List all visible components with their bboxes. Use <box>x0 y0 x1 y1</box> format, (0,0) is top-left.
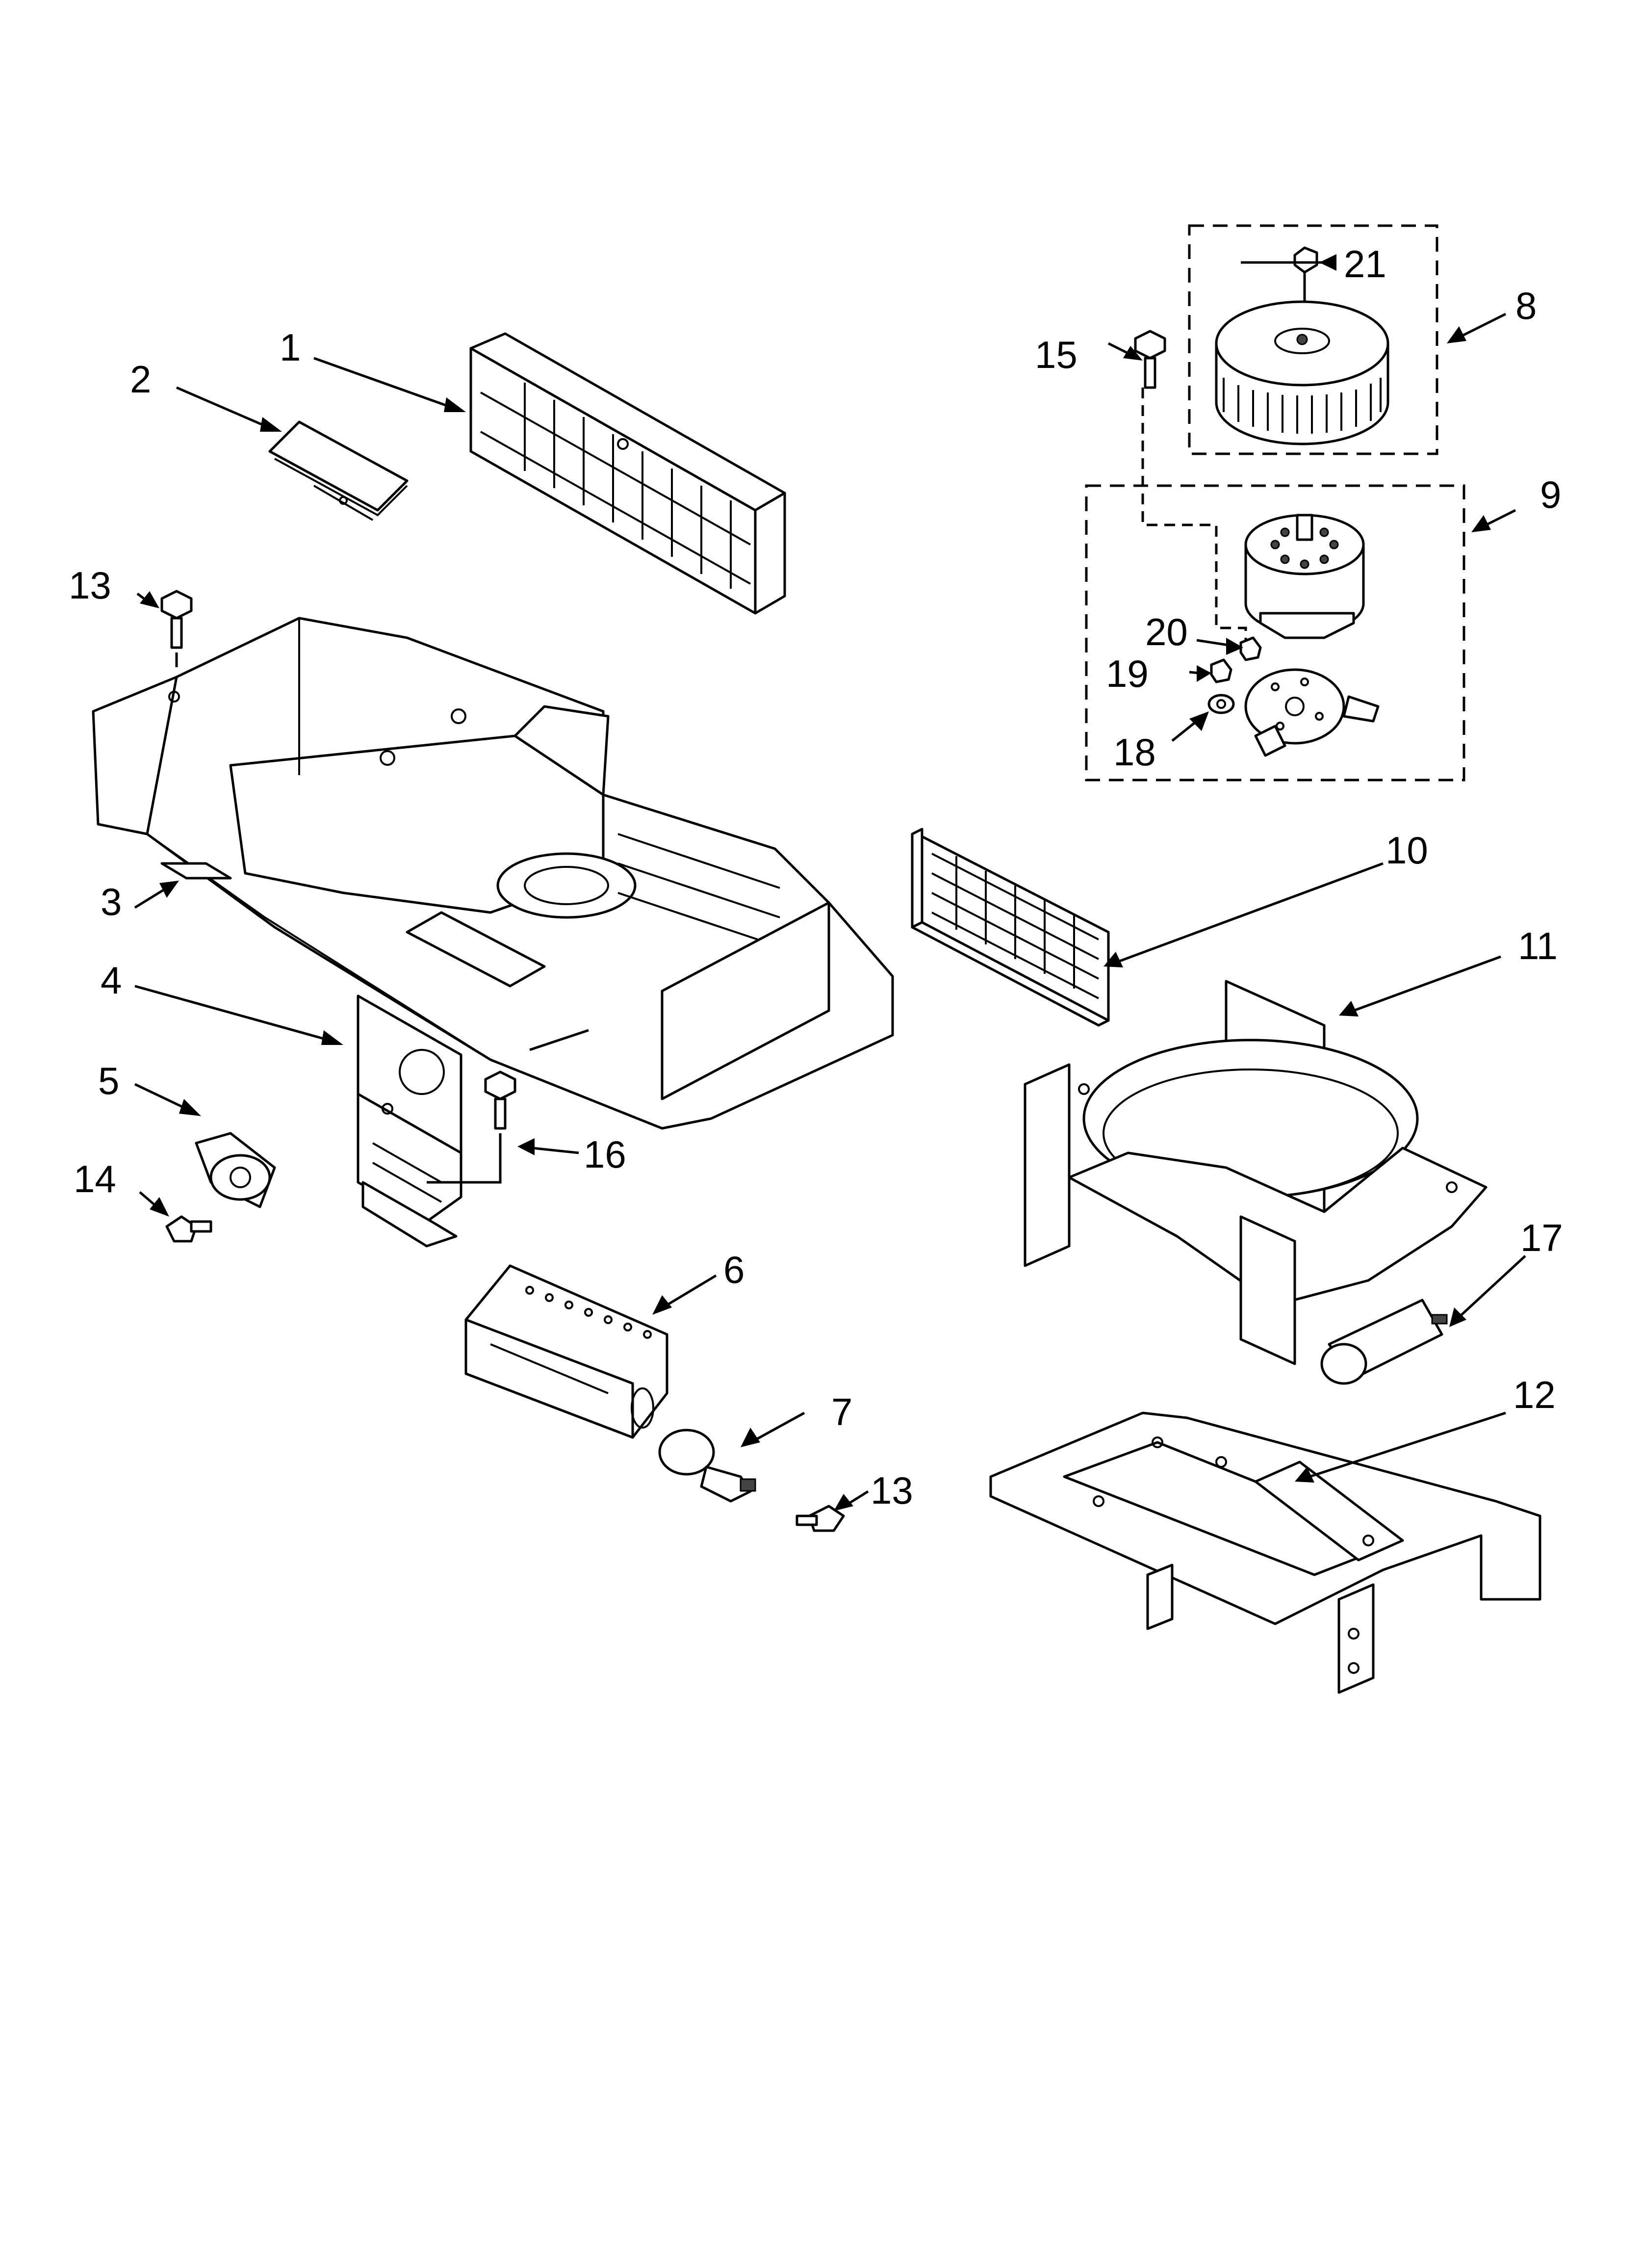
label-13-bottom: 13 <box>871 1469 913 1512</box>
label-6: 6 <box>723 1248 744 1291</box>
part-12-mounting-plate <box>989 1411 1541 1694</box>
label-15: 15 <box>1035 333 1078 376</box>
part-11-blower-housing <box>1024 980 1488 1365</box>
label-14: 14 <box>74 1157 116 1200</box>
label-7: 7 <box>831 1390 852 1434</box>
part-3-air-duct-housing <box>92 617 894 1130</box>
part-13-screw-lower <box>795 1505 845 1532</box>
reference-numbers: 1 2 3 4 5 6 7 8 9 10 11 12 13 13 14 15 1… <box>69 242 1563 1512</box>
part-16-screw <box>427 1070 516 1184</box>
label-1: 1 <box>280 326 301 369</box>
part-7-light-bulb <box>658 1429 756 1503</box>
part-15-screw <box>1134 330 1166 389</box>
label-3: 3 <box>101 880 122 923</box>
label-13-top: 13 <box>69 564 111 607</box>
label-20: 20 <box>1145 610 1188 653</box>
label-16: 16 <box>584 1133 626 1176</box>
part-1-vent-louver-box <box>469 332 786 615</box>
part-14-screw <box>165 1215 212 1243</box>
label-12: 12 <box>1513 1373 1556 1416</box>
label-8: 8 <box>1515 284 1537 327</box>
part-2-duct-clip <box>268 420 409 521</box>
leader-arrows <box>134 254 1526 1511</box>
part-5-thermostat <box>195 1132 276 1208</box>
part-8-blower-wheel <box>1188 224 1438 455</box>
label-2: 2 <box>130 358 151 401</box>
label-4: 4 <box>101 959 122 1002</box>
label-17: 17 <box>1520 1216 1563 1259</box>
label-9: 9 <box>1540 473 1561 516</box>
part-17-capacitor <box>1320 1299 1448 1385</box>
label-5: 5 <box>98 1059 119 1102</box>
label-21: 21 <box>1344 242 1386 286</box>
part-4-mounting-bracket <box>357 994 462 1248</box>
part-20-nut <box>1239 636 1262 661</box>
part-6-light-housing <box>464 1264 668 1439</box>
label-10: 10 <box>1385 829 1428 872</box>
label-19: 19 <box>1106 652 1149 695</box>
part-18-washer <box>1207 694 1235 714</box>
label-18: 18 <box>1113 730 1156 774</box>
part-10-filter-screen <box>911 828 1110 1027</box>
part-9-blower-motor <box>1085 388 1465 782</box>
part-19-nut <box>1210 658 1232 683</box>
part-13-screw-top-left <box>160 590 193 667</box>
label-11: 11 <box>1518 924 1558 967</box>
